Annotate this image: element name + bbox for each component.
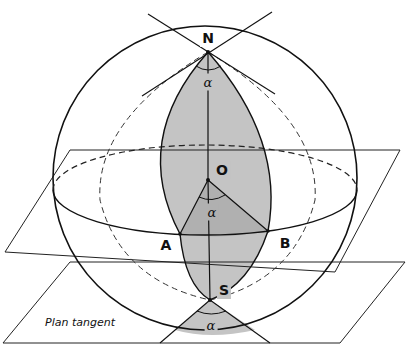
meridian-back-left bbox=[100, 52, 210, 300]
meridian-right bbox=[208, 52, 271, 300]
sector-shade bbox=[180, 180, 268, 236]
equator-back bbox=[53, 145, 357, 190]
sphere-outline bbox=[53, 26, 357, 330]
angle-label: α bbox=[205, 317, 218, 334]
point-dot bbox=[206, 50, 210, 54]
point-dot bbox=[208, 298, 212, 302]
tangent-line bbox=[142, 12, 272, 96]
angle-label: α bbox=[206, 204, 219, 221]
point-label: S bbox=[217, 281, 231, 299]
point-label: N bbox=[200, 29, 216, 47]
plane-label: Plan tangent bbox=[43, 315, 117, 330]
point-dot bbox=[206, 178, 210, 182]
point-dot bbox=[266, 229, 270, 233]
tangent-line bbox=[148, 14, 275, 94]
point-label: A bbox=[159, 236, 174, 254]
equator-plane bbox=[5, 150, 400, 272]
point-label: O bbox=[214, 161, 230, 179]
point-label: B bbox=[278, 234, 293, 252]
tangent-line bbox=[210, 300, 270, 343]
tangent-line bbox=[160, 300, 210, 343]
tangent-plane bbox=[3, 262, 405, 343]
radius-lines bbox=[180, 180, 268, 234]
angle-label: α bbox=[202, 74, 215, 91]
meridian-back-right bbox=[208, 52, 315, 300]
angle-arc bbox=[196, 66, 221, 70]
angle-arc bbox=[197, 311, 226, 314]
point-dot bbox=[178, 232, 182, 236]
angle-arc bbox=[199, 195, 225, 200]
tangent-sector-shade bbox=[175, 300, 255, 335]
